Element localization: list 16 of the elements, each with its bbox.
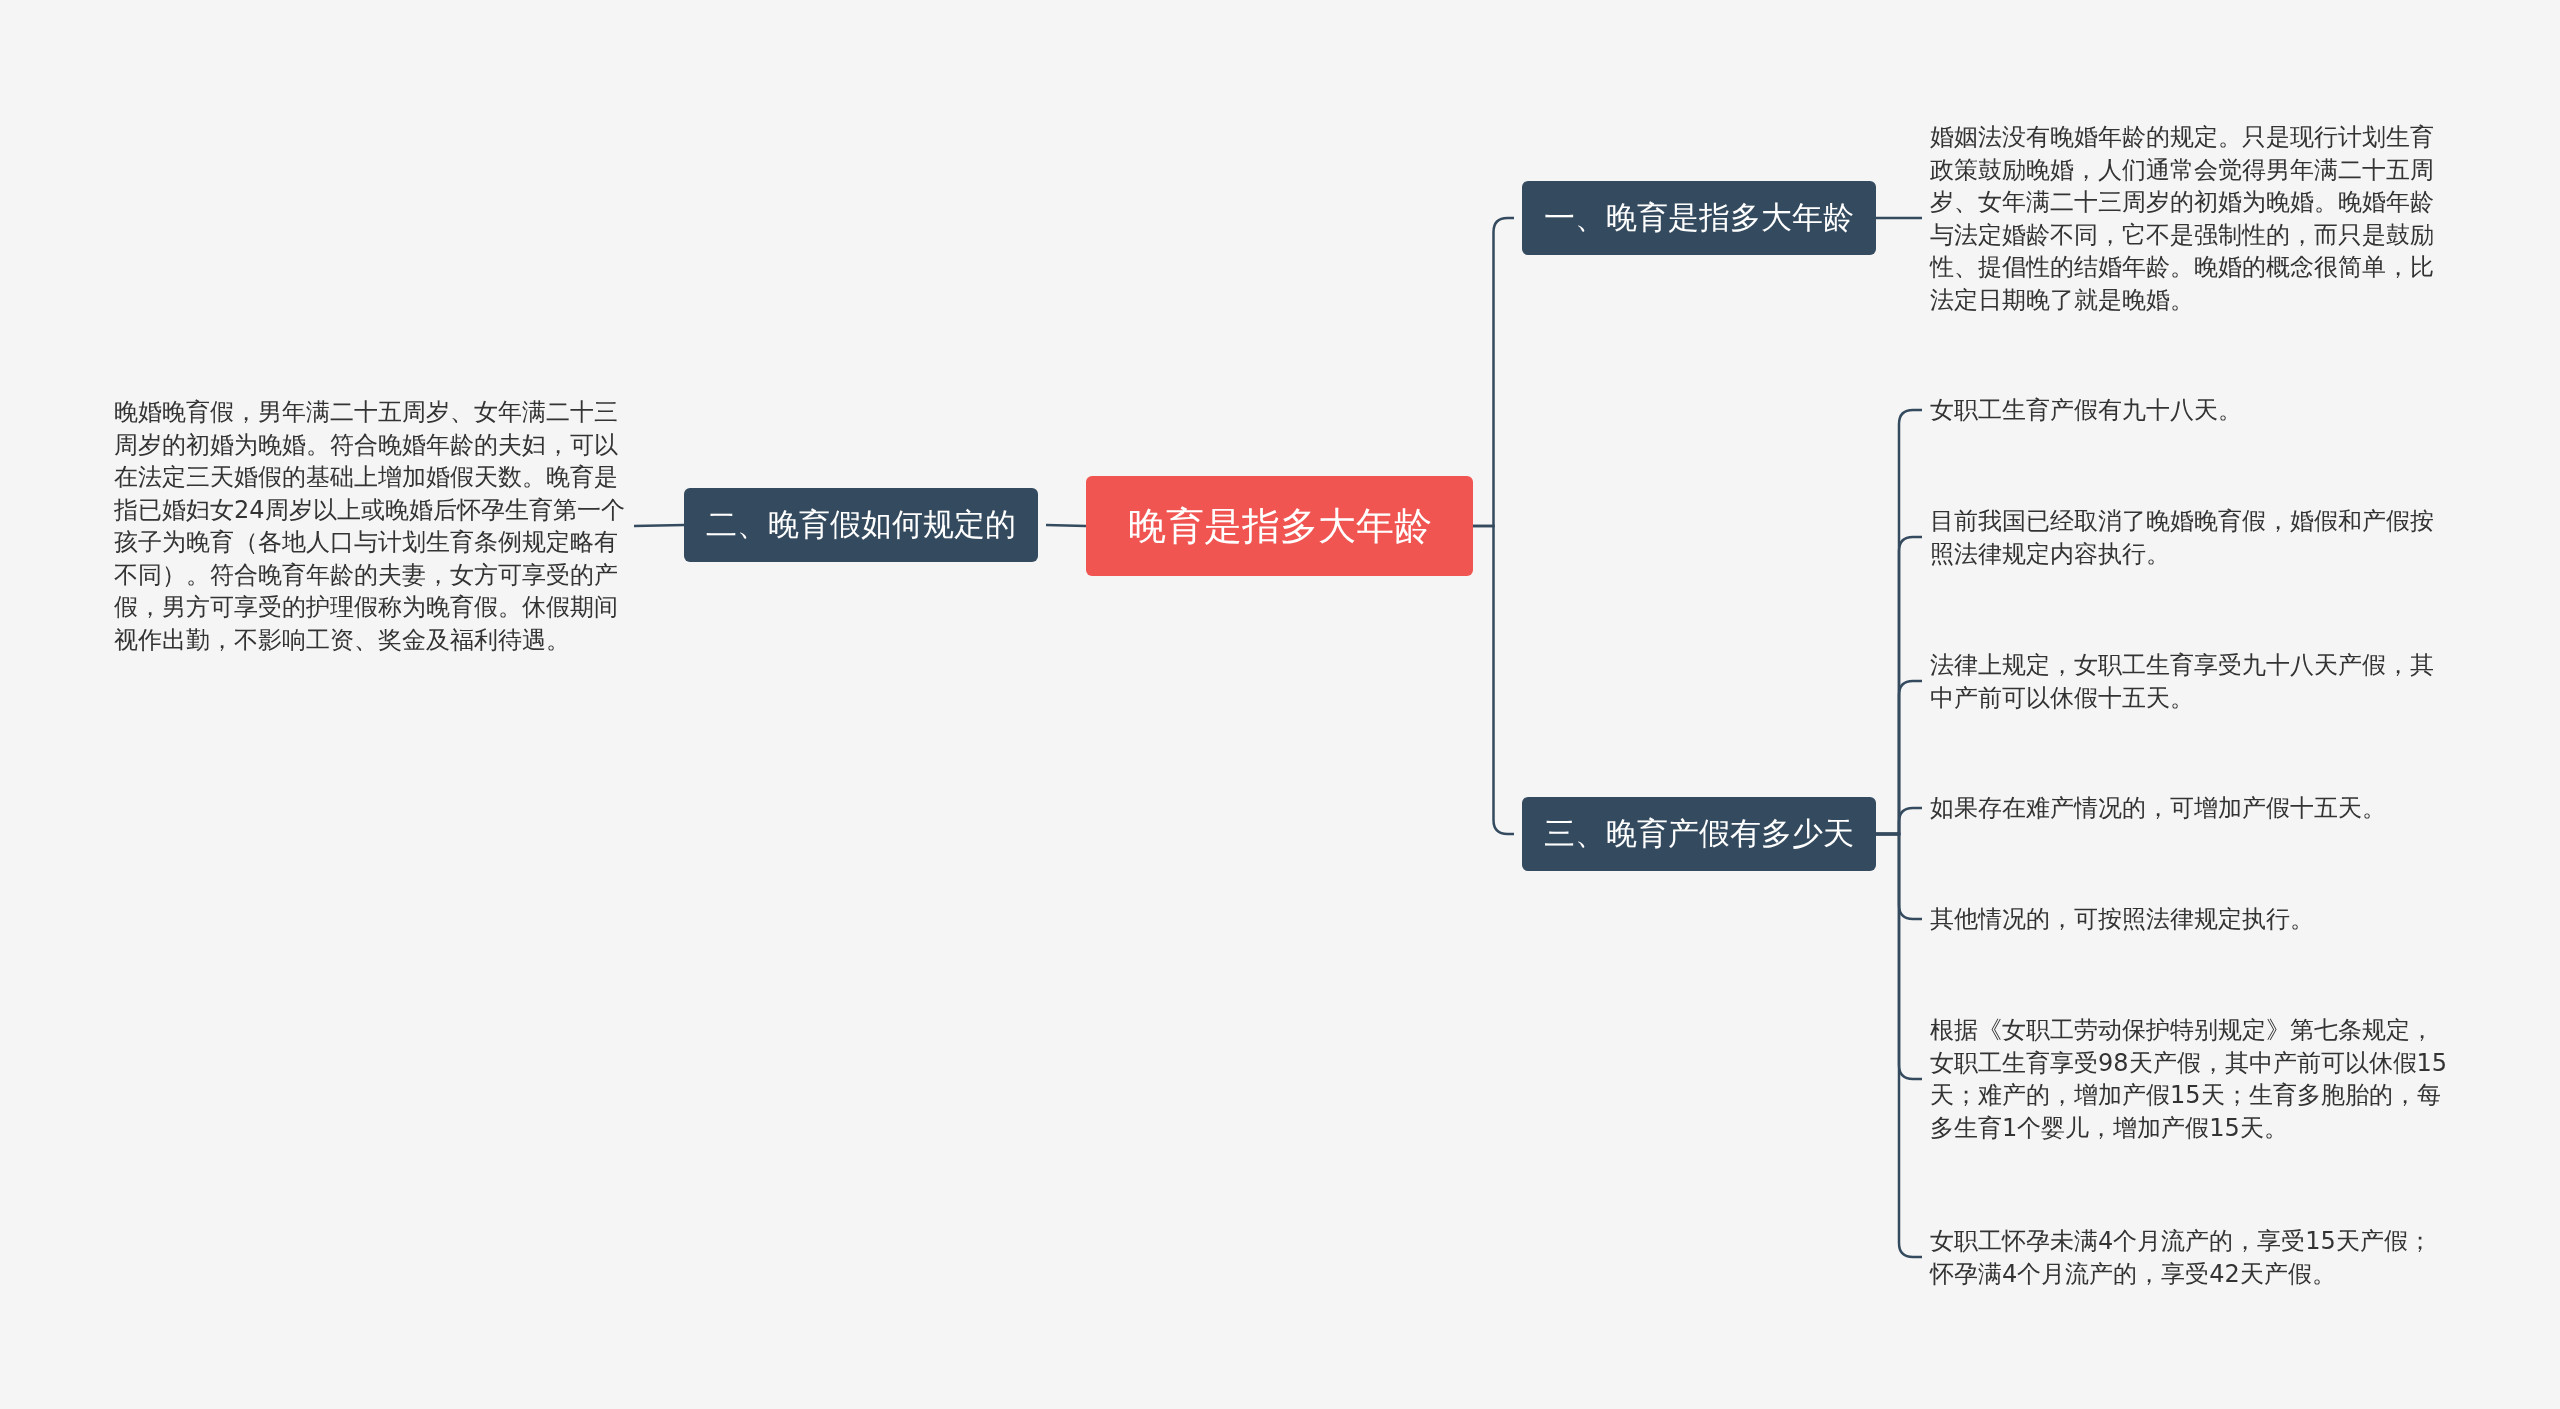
- connector-line: [633, 523, 685, 528]
- note-text: 女职工怀孕未满4个月流产的，享受15天产假；怀孕满4个月流产的，享受42天产假。: [1930, 1224, 2450, 1290]
- connector-line: [1876, 216, 1922, 220]
- note-text: 如果存在难产情况的，可增加产假十五天。: [1930, 791, 2450, 825]
- note-text: 法律上规定，女职工生育享受九十八天产假，其中产前可以休假十五天。: [1930, 648, 2450, 714]
- topic-box: 三、晚育产假有多少天: [1522, 797, 1876, 871]
- note-text: 其他情况的，可按照法律规定执行。: [1930, 902, 2450, 936]
- note-text: 女职工生育产假有九十八天。: [1930, 393, 2450, 427]
- note-text: 婚姻法没有晚婚年龄的规定。只是现行计划生育政策鼓励晚婚，人们通常会觉得男年满二十五周岁、女年满二十三周岁的初婚为晚婚。晚婚年龄与法定婚龄不同，它不是强制性的，而只是鼓励性、提倡性的结婚年龄。晚婚的概念很简单，比法定日期晚了就是晚婚。: [1930, 120, 2450, 316]
- connector-line: [1045, 523, 1087, 528]
- topic-box: 一、晚育是指多大年龄: [1522, 181, 1876, 255]
- central-topic-box: 晚育是指多大年龄: [1086, 476, 1473, 576]
- note-text: 目前我国已经取消了晚婚晚育假，婚假和产假按照法律规定内容执行。: [1930, 504, 2450, 570]
- topic-box: 二、晚育假如何规定的: [684, 488, 1038, 562]
- note-text: 晚婚晚育假，男年满二十五周岁、女年满二十三周岁的初婚为晚婚。符合晚婚年龄的夫妇，可以在法定三天婚假的基础上增加婚假天数。晚育是指已婚妇女24周岁以上或晚婚后怀孕生育第一个孩子为晚育（各地人口与计划生育条例规定略有不同）。符合晚育年龄的夫妻，女方可享受的产假，男方可享受的护理假称为晚育假。休假期间视作出勤，不影响工资、奖金及福利待遇。: [114, 396, 626, 656]
- note-text: 根据《女职工劳动保护特别规定》第七条规定，女职工生育享受98天产假，其中产前可以休假15天；难产的，增加产假15天；生育多胞胎的，每多生育1个婴儿，增加产假15天。: [1930, 1014, 2450, 1144]
